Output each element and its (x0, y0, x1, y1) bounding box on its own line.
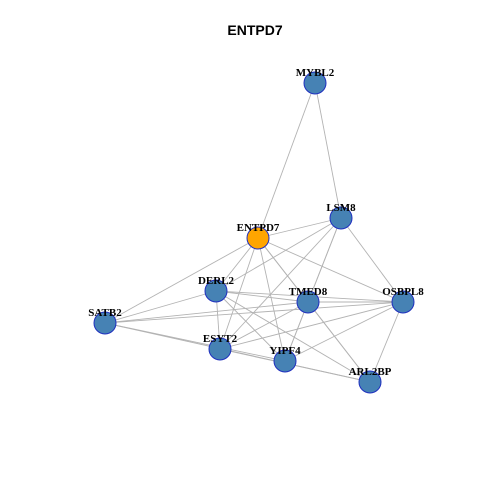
edge-entpd7-satb2 (104, 237, 259, 324)
edge-osbpl8-satb2 (104, 301, 404, 324)
node-entpd7 (246, 226, 270, 250)
edge-tmed8-satb2 (104, 301, 309, 324)
node-osbpl8 (391, 290, 415, 314)
node-tmed8 (296, 290, 320, 314)
edge-lsm8-esyt2 (219, 217, 342, 350)
node-label-osbpl8: OSBPL8 (382, 286, 424, 298)
edge-mybl2-lsm8 (314, 82, 342, 219)
edge-osbpl8-yipf4 (284, 301, 404, 362)
diagram-title: ENTPD7 (227, 22, 282, 38)
edge-layer (104, 82, 404, 383)
edge-osbpl8-arl2bp (369, 301, 404, 383)
node-derl2 (204, 279, 228, 303)
edge-lsm8-derl2 (215, 217, 342, 292)
node-label-entpd7: ENTPD7 (237, 222, 280, 234)
node-mybl2 (303, 71, 327, 95)
edge-derl2-arl2bp (215, 290, 371, 383)
node-label-esyt2: ESYT2 (203, 333, 238, 345)
edge-derl2-satb2 (104, 290, 217, 324)
node-label-arl2bp: ARL2BP (349, 366, 392, 378)
node-label-satb2: SATB2 (88, 307, 122, 319)
node-label-mybl2: MYBL2 (296, 67, 335, 79)
edge-derl2-tmed8 (215, 290, 309, 303)
edge-mybl2-entpd7 (257, 82, 316, 239)
node-label-tmed8: TMED8 (289, 286, 328, 298)
edge-entpd7-lsm8 (257, 217, 342, 239)
node-layer (93, 71, 415, 394)
edge-tmed8-arl2bp (307, 301, 371, 383)
node-lsm8 (329, 206, 353, 230)
node-yipf4 (273, 349, 297, 373)
node-label-yipf4: YIPF4 (269, 345, 301, 357)
node-label-lsm8: LSM8 (326, 202, 356, 214)
node-arl2bp (358, 370, 382, 394)
edge-entpd7-osbpl8 (257, 237, 404, 303)
edge-lsm8-osbpl8 (340, 217, 404, 303)
node-label-derl2: DERL2 (198, 275, 235, 287)
edge-entpd7-yipf4 (257, 237, 286, 362)
node-esyt2 (208, 337, 232, 361)
node-satb2 (93, 311, 117, 335)
edge-osbpl8-esyt2 (219, 301, 404, 350)
edge-derl2-yipf4 (215, 290, 286, 362)
